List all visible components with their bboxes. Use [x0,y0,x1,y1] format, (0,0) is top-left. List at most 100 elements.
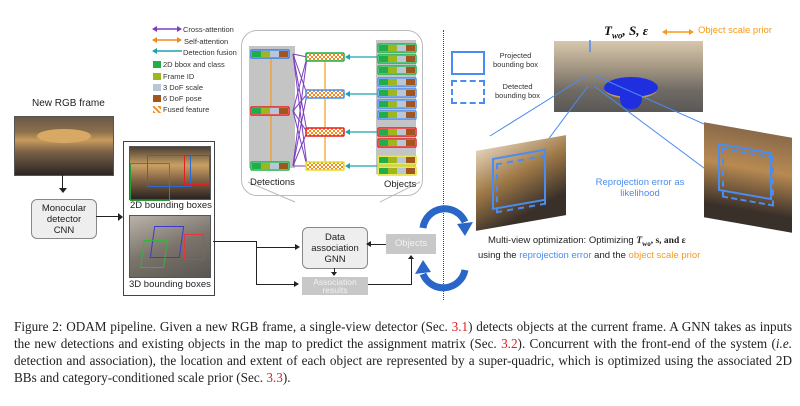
optimization-text: Multi-view optimization: Optimizing Two,… [478,235,778,262]
optim2-scale-prior: object scale prior [628,249,701,261]
optim-mid: , s, and ε [650,236,686,246]
cross-attention-edge [292,110,308,167]
params-label: Two, S, ε [604,23,648,41]
object-feature-0-1-cell [397,56,406,62]
fused-feature-2 [305,127,345,137]
cross-attention-edge [292,53,308,133]
object-feature-2-0-cell [388,129,397,135]
red-2d-box [184,155,210,185]
object-feature-1-2-cell [406,101,415,107]
optim2-mid: and the [591,249,629,261]
fused-feature-3 [305,161,345,171]
object-feature-0-0-cell [406,45,415,51]
detection-feature-2-cell [261,163,270,169]
object-feature-3-1-cell [379,168,388,174]
object-feature-1-1-cell [388,90,397,96]
caption-part-4: detection and association), the location… [14,353,792,385]
legend-detection-fusion: Detection fusion [183,48,237,57]
object-feature-1-1-cell [379,90,388,96]
object-feature-1-3-cell [379,112,388,118]
view-left-image [476,135,566,231]
object-feature-1-2-cell [397,101,406,107]
optimization-line-1: Multi-view optimization: Optimizing Two,… [478,235,778,250]
bbox3d-label: 3D bounding boxes [129,279,211,290]
connector-to-gnn [256,247,296,248]
optimization-loop-icon [415,205,473,292]
object-feature-2-1-cell [397,140,406,146]
arrowhead [295,244,300,250]
object-feature-0-1-cell [379,56,388,62]
detection-feature-0-cell [279,51,288,57]
optim2-prefix: using the [478,249,520,261]
connector-to-assoc [256,284,295,285]
left-detected-box [496,154,546,214]
object-feature-1-0-cell [397,79,406,85]
reprojection-label-2: likelihood [620,188,660,199]
caption-ref-3-3[interactable]: 3.3 [266,370,283,385]
detection-feature-1-cell [261,108,270,114]
green-2d-box [130,163,170,201]
gnn-label-3: GNN [324,253,346,265]
legend-self-attention: Self-attention [184,37,229,46]
object-feature-1-2-cell [388,101,397,107]
projected-label-1: Projected [499,51,532,60]
detection-fusion-arrowhead [345,129,350,135]
projected-label: Projected bounding box [493,51,538,69]
object-feature-1-3-cell [406,112,415,118]
connector-vertical-objects [411,258,412,285]
cross-attention-edge [292,53,308,95]
object-feature-2-1-cell [388,140,397,146]
legend-2d-bbox: 2D bbox and class [163,60,225,69]
association-results-box: Association results [302,277,368,295]
object-feature-2-1-cell [406,140,415,146]
objects-box: Objects [386,234,436,254]
object-feature-3-0-cell [397,157,406,163]
data-association-gnn-box: Data association GNN [302,227,368,269]
scale-prior-arrow-icon [662,29,694,35]
caption-ref-3-2[interactable]: 3.2 [501,336,518,351]
caption-ie: i.e. [775,336,792,351]
optim-prefix: Multi-view optimization: Optimizing [488,235,637,246]
param-t: T [604,23,612,38]
object-feature-3-0-cell [379,157,388,163]
new-rgb-frame-image [14,116,114,176]
reprojection-label-1: Reprojection error as [595,177,685,188]
detector-label-1: Monocular [41,202,87,214]
arrowhead [118,213,123,221]
cross-attention-edge [292,53,308,58]
swatch-2d-bbox-icon [153,61,161,68]
connector-objects-to-gnn [370,244,386,245]
scale-prior-label: Object scale prior [698,25,772,36]
gnn-graph [250,43,417,176]
detection-fusion-arrow-icon [152,48,182,54]
red-3d-box [184,234,204,260]
arrow-detector-to-boxes [96,216,120,217]
cross-attention-edge [292,110,308,133]
detection-feature-2-cell [252,163,261,169]
swatch-pose-icon [153,95,161,102]
right-detected-box [722,147,774,207]
view-right-image [704,122,792,233]
self-attention-arrow-icon [152,37,182,43]
bbox2d-label: 2D bounding boxes [130,200,212,211]
connector-assoc-to-objects [368,284,411,285]
legend-cross-attention: Cross-attention [183,25,234,34]
connector-vertical [256,241,257,284]
object-feature-1-1-cell [406,90,415,96]
image-3d-boxes [129,215,211,278]
caption-part-3: ). Concurrent with the front-end of the … [517,336,776,351]
caption-part-2: ) detects objects at the current frame. … [14,319,792,351]
superquadric-stem [620,93,642,109]
reconstruction-image [554,41,703,112]
cross-attention-edge [292,56,308,167]
arrowhead [59,188,67,193]
caption-part-5: ). [282,370,291,385]
table-shape [37,129,91,143]
swatch-scale-icon [153,84,161,91]
object-feature-0-0-cell [379,45,388,51]
connector-panel-right [213,241,256,242]
caption-ref-3-1[interactable]: 3.1 [451,319,469,334]
monocular-detector-box: Monocular detector CNN [31,199,97,239]
optim-t: T [636,236,643,246]
arrowhead [366,241,371,247]
